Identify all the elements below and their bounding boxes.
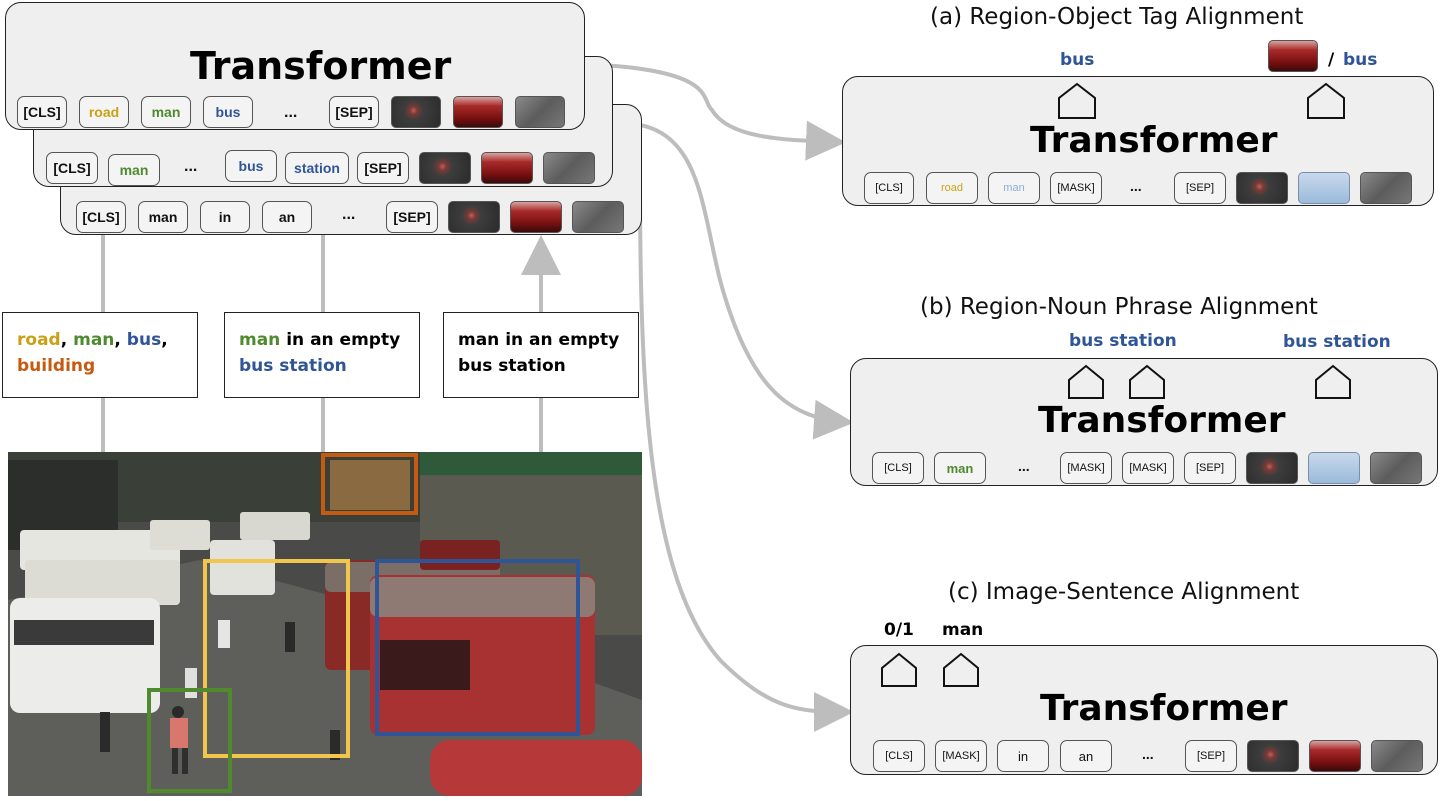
panel-a-token-mask: [MASK] — [1050, 172, 1102, 204]
row3-region-bus-patch — [510, 201, 562, 233]
panel-b-head-3 — [1315, 364, 1351, 399]
bbox-man — [147, 688, 232, 793]
panel-b-region-road-patch — [1370, 452, 1422, 484]
row2-ellipsis: ... — [184, 158, 198, 175]
row3-token-sep: [SEP] — [386, 201, 438, 233]
panel-a-token-road: road — [926, 172, 978, 204]
panel-a-heading: (a) Region-Object Tag Alignment — [930, 4, 1304, 30]
panel-a-output-label-1: bus — [1060, 50, 1095, 70]
row2-region-bus-patch — [481, 152, 533, 184]
row2-region-man-patch — [419, 152, 471, 184]
panel-b-output-label-2: bus station — [1283, 332, 1391, 352]
panel-b-token-mask-2: [MASK] — [1122, 452, 1174, 484]
panel-a-token-man-masked: man — [988, 172, 1040, 204]
panel-c-region-road-patch — [1371, 740, 1423, 772]
panel-b-token-man: man — [934, 452, 986, 484]
row1-token-cls: [CLS] — [17, 96, 67, 128]
arrow-to-panel-a — [584, 62, 846, 161]
row2-token-station: station — [285, 152, 349, 184]
panel-b-transformer-title: Transformer — [1038, 400, 1286, 441]
panel-a-head-2 — [1307, 82, 1345, 119]
row2-token-sep: [SEP] — [357, 152, 409, 184]
panel-b-token-sep: [SEP] — [1184, 452, 1236, 484]
panel-b-token-cls: [CLS] — [872, 452, 924, 484]
bbox-bus — [375, 559, 580, 736]
row2-token-cls: [CLS] — [46, 152, 98, 184]
panel-b-ellipsis: ... — [1018, 458, 1030, 474]
row2-token-bus: bus — [225, 150, 277, 182]
row1-region-road-patch — [515, 96, 565, 128]
panel-b-region-masked-patch — [1308, 452, 1360, 484]
panel-b-region-man-patch — [1246, 452, 1298, 484]
panel-a-output-label-2: bus — [1343, 50, 1378, 70]
panel-c-token-mask: [MASK] — [935, 740, 987, 772]
panel-b-head-1 — [1068, 364, 1104, 399]
panel-c-output-label-1: 0/1 — [884, 620, 914, 640]
arrow-to-panel-c — [638, 179, 854, 732]
panel-a-region-man-patch — [1236, 172, 1288, 204]
text-input-tags-box: road, man, bus, building — [2, 312, 198, 398]
panel-c-head-1 — [881, 652, 917, 687]
row3-token-man: man — [138, 201, 188, 233]
panel-a-output-region-patch — [1268, 40, 1318, 72]
panel-a-head-1 — [1058, 82, 1096, 119]
stack-transformer-title: Transformer — [190, 44, 452, 88]
row3-ellipsis: ... — [342, 206, 356, 223]
panel-b-token-mask-1: [MASK] — [1060, 452, 1112, 484]
panel-b-heading: (b) Region-Noun Phrase Alignment — [920, 294, 1318, 320]
row3-region-road-patch — [572, 201, 624, 233]
panel-c-heading: (c) Image-Sentence Alignment — [948, 579, 1300, 605]
panel-c-output-label-2: man — [942, 620, 984, 640]
row3-token-cls: [CLS] — [76, 201, 126, 233]
panel-c-head-2 — [943, 652, 979, 687]
row1-token-man: man — [141, 96, 191, 128]
panel-b-output-label-1: bus station — [1069, 331, 1177, 351]
row3-token-in: in — [200, 201, 250, 233]
row1-ellipsis: ... — [284, 104, 298, 121]
panel-c-token-in: in — [997, 740, 1049, 772]
panel-a-token-cls: [CLS] — [864, 172, 914, 204]
text-input-sentence-box: man in an empty bus station — [443, 312, 639, 398]
panel-a-region-masked-patch — [1298, 172, 1350, 204]
bbox-road — [203, 559, 350, 758]
panel-c-token-cls: [CLS] — [873, 740, 925, 772]
row1-token-road: road — [79, 96, 129, 128]
bbox-building — [321, 453, 418, 515]
row1-region-man-patch — [391, 96, 441, 128]
panel-a-region-road-patch — [1360, 172, 1412, 204]
panel-a-transformer-title: Transformer — [1030, 120, 1278, 161]
row2-token-man: man — [108, 154, 160, 186]
row2-region-road-patch — [543, 152, 595, 184]
panel-c-ellipsis: ... — [1142, 746, 1154, 762]
row1-token-sep: [SEP] — [329, 96, 379, 128]
panel-a-ellipsis: ... — [1130, 178, 1142, 194]
panel-c-transformer-title: Transformer — [1040, 688, 1288, 729]
panel-c-region-bus-patch — [1309, 740, 1361, 772]
panel-b-head-2 — [1129, 364, 1165, 399]
panel-a-token-sep: [SEP] — [1174, 172, 1226, 204]
row1-token-bus: bus — [203, 96, 253, 128]
panel-c-token-an: an — [1060, 740, 1112, 772]
row3-region-man-patch — [448, 201, 500, 233]
panel-c-token-sep: [SEP] — [1185, 740, 1237, 772]
row1-region-bus-patch — [453, 96, 503, 128]
text-input-phrase-box: man in an empty bus station — [224, 312, 420, 398]
arrow-to-panel-b — [614, 120, 854, 440]
panel-c-region-man-patch — [1247, 740, 1299, 772]
row3-token-an: an — [262, 201, 312, 233]
panel-a-output-sep: / — [1328, 50, 1335, 70]
